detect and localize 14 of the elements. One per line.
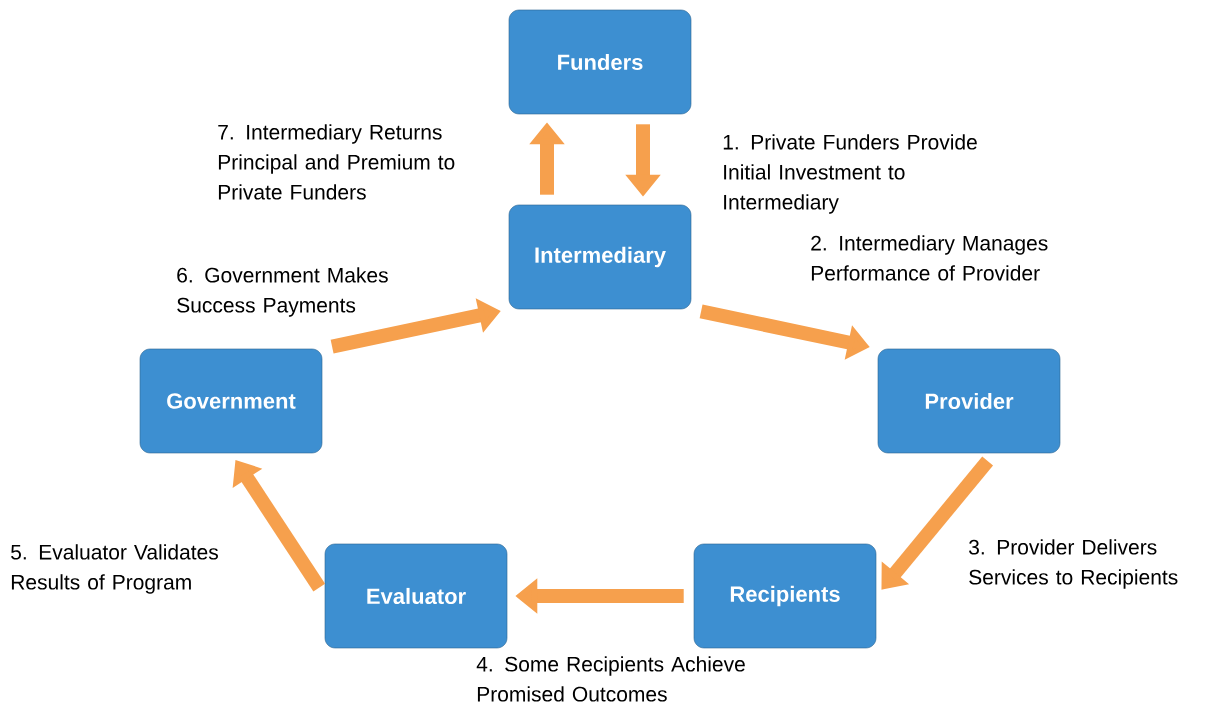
edge-label: 7. Intermediary Returns Principal and Premium to Private Funders: [218, 124, 455, 200]
edge-label: 4. Some Recipients Achieve Promised Outcomes: [476, 656, 745, 702]
edge-label: 6. Government Makes Success Payments: [177, 267, 388, 317]
process-box: Intermediary: [508, 204, 692, 310]
process-box: Recipients: [693, 543, 877, 649]
process-box: Evaluator: [324, 543, 508, 649]
process-box: Government: [139, 348, 323, 454]
process-box: Provider: [877, 348, 1061, 454]
edge-label: 5. Evaluator Validates Results of Program: [11, 544, 218, 594]
arrow: [881, 456, 994, 590]
process-box: Funders: [508, 9, 692, 115]
edge-label: 3. Provider Delivers Services to Recipients: [969, 539, 1178, 589]
edge-label: 1. Private Funders Provide Initial Investment to Intermediary: [723, 134, 977, 214]
edge-label: 2. Intermediary Manages Performance of Provider: [811, 235, 1048, 281]
